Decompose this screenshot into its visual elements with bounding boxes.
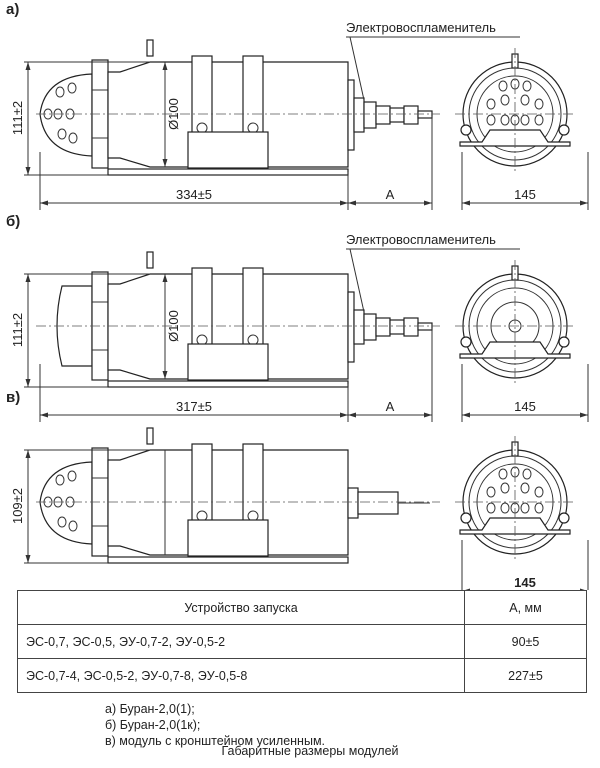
height-dim: 111±2 — [10, 313, 25, 347]
cylinder-body — [107, 61, 349, 168]
width-dim: 145 — [514, 575, 536, 590]
width-dim: 145 — [514, 399, 536, 414]
width-dim: 145 — [514, 187, 536, 202]
base-plate — [107, 168, 349, 176]
base-plate — [107, 380, 349, 388]
end-view — [455, 260, 575, 386]
a-dim: А — [386, 399, 395, 414]
igniter-label: Электровоспламенитель — [346, 232, 496, 247]
bracket — [187, 519, 269, 557]
cylinder-body — [107, 273, 349, 380]
bracket — [187, 343, 269, 381]
end-view — [455, 436, 575, 562]
clamp — [242, 443, 264, 525]
base-plate — [107, 556, 349, 564]
note: б) Буран-2,0(1к); — [105, 718, 201, 732]
table-header: Устройство запуска — [17, 590, 465, 625]
drawing-label: б) — [6, 213, 20, 230]
height-dim: 111±2 — [10, 101, 25, 135]
figure-notes: а) Буран-2,0(1); б) Буран-2,0(1к); в) мо… — [105, 701, 325, 749]
table-row: ЭС-0,7, ЭС-0,5, ЭУ-0,7-2, ЭУ-0,5-2 90±5 — [17, 624, 587, 659]
igniter-label: Электровоспламенитель — [346, 20, 496, 35]
bracket — [187, 131, 269, 169]
table-cell: 90±5 — [464, 624, 587, 659]
length-dim: 317±5 — [176, 399, 212, 414]
diameter-dim: Ø100 — [166, 310, 181, 342]
clamp — [191, 55, 213, 137]
note: а) Буран-2,0(1); — [105, 702, 195, 716]
table-cell: ЭС-0,7, ЭС-0,5, ЭУ-0,7-2, ЭУ-0,5-2 — [17, 624, 465, 659]
length-dim: 334±5 — [176, 187, 212, 202]
pressure-fitting — [146, 39, 154, 57]
table-header: А, мм — [464, 590, 587, 625]
cylinder-body — [107, 449, 349, 556]
pressure-fitting — [146, 251, 154, 269]
end-view — [455, 48, 575, 174]
clamp — [191, 443, 213, 525]
table-cell: ЭС-0,7-4, ЭС-0,5-2, ЭУ-0,7-8, ЭУ-0,5-8 — [17, 658, 465, 693]
drawing-2: в) 109±2 145 — [6, 389, 589, 590]
note: в) модуль с кронштейном усиленным. — [105, 734, 326, 748]
clamp — [191, 267, 213, 349]
clamp — [242, 267, 264, 349]
diameter-dim: Ø100 — [166, 98, 181, 130]
pressure-fitting — [146, 427, 154, 445]
height-dim: 109±2 — [10, 488, 25, 524]
launch-device-table: Устройство запуска А, мм ЭС-0,7, ЭС-0,5,… — [17, 590, 587, 693]
clamp — [242, 55, 264, 137]
drawing-label: а) — [6, 1, 19, 18]
drawing-label: в) — [6, 389, 20, 406]
figure-caption: Габаритные размеры модулей — [221, 744, 399, 758]
a-dim: А — [386, 187, 395, 202]
table-cell: 227±5 — [464, 658, 587, 693]
table-header-row: Устройство запуска А, мм — [17, 590, 587, 625]
table-row: ЭС-0,7-4, ЭС-0,5-2, ЭУ-0,7-8, ЭУ-0,5-8 2… — [17, 658, 587, 693]
